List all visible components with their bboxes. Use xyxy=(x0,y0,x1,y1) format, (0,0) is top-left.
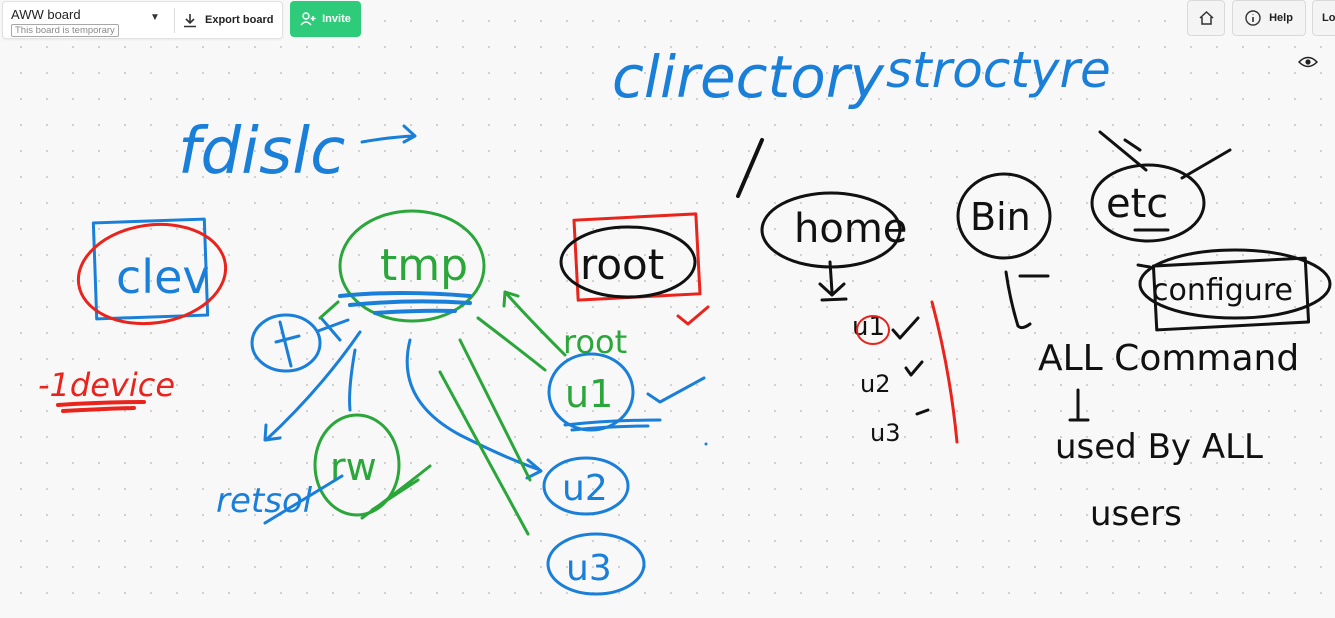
etc-marks xyxy=(1098,130,1232,180)
export-board-label: Export board xyxy=(205,14,274,26)
toolbar-divider xyxy=(174,8,175,33)
info-icon xyxy=(1245,10,1261,26)
home-label: home xyxy=(794,206,907,252)
device-underline xyxy=(56,400,146,413)
fdisk-arrow xyxy=(360,124,417,144)
configure-dash xyxy=(1136,263,1152,269)
u3-label: u3 xyxy=(566,548,612,589)
rw-hatch xyxy=(360,464,432,520)
temporary-badge: This board is temporary xyxy=(11,24,119,37)
all-command-arrow xyxy=(1068,388,1090,422)
slash-mark xyxy=(736,138,764,198)
home-down-arrow xyxy=(818,260,848,302)
dev-label: clev xyxy=(116,250,210,304)
list-u1-check xyxy=(891,316,920,340)
board-title[interactable]: AWW board xyxy=(11,7,81,22)
tmp-green-line-1 xyxy=(438,370,530,536)
etc-label: etc xyxy=(1106,181,1168,227)
rw-label: rw xyxy=(330,445,377,489)
bin-oval xyxy=(956,172,1052,260)
eye-icon[interactable] xyxy=(1298,55,1318,69)
bin-arrow xyxy=(1004,270,1050,330)
login-label: Log xyxy=(1322,12,1335,24)
list-u3-dash xyxy=(915,408,930,416)
board-info-panel: AWW board This board is temporary ▼ Expo… xyxy=(2,1,283,39)
retail-label: retsol xyxy=(216,481,313,521)
chevron-down-icon[interactable]: ▼ xyxy=(150,12,160,23)
bin-label: Bin xyxy=(970,195,1031,239)
configure-box xyxy=(1151,256,1311,332)
root-label: root xyxy=(580,240,664,289)
title-directory: clirectory xyxy=(612,43,885,111)
dev-box xyxy=(91,217,210,321)
list-u2: u2 xyxy=(860,370,890,398)
red-vertical-line xyxy=(930,300,959,444)
hash-link xyxy=(316,317,350,342)
all-command-label: ALL Command xyxy=(1038,338,1299,379)
add-user-icon xyxy=(300,12,316,26)
used-by-all-label: used By ALL xyxy=(1055,427,1263,467)
list-u3: u3 xyxy=(870,419,900,447)
u1-check xyxy=(646,376,706,404)
etc-oval xyxy=(1090,163,1206,243)
configure-label: configure xyxy=(1152,273,1293,308)
rw-circle xyxy=(313,413,401,517)
dev-oval xyxy=(76,222,228,326)
green-slash xyxy=(318,300,340,320)
login-button[interactable]: Log xyxy=(1312,0,1335,36)
u2-label: u2 xyxy=(562,468,608,509)
tmp-to-u1-line xyxy=(476,316,547,372)
retail-line xyxy=(263,474,344,525)
help-button[interactable]: Help xyxy=(1232,0,1306,36)
list-u1-red-mark xyxy=(856,315,890,345)
export-board-button[interactable]: Export board xyxy=(183,7,273,33)
u2-circle xyxy=(542,456,630,516)
fdisk-label: fdislc xyxy=(178,115,345,189)
tmp-to-rw xyxy=(348,348,357,412)
home-button[interactable] xyxy=(1187,0,1225,36)
u1-to-tmp-arrow xyxy=(502,290,567,357)
users-label: users xyxy=(1090,494,1182,534)
tmp-to-left-arrow xyxy=(263,330,362,442)
root-oval xyxy=(559,225,697,299)
hash-circle xyxy=(250,313,322,373)
list-u2-check xyxy=(904,360,924,377)
invite-label: Invite xyxy=(322,13,351,25)
tmp-label: tmp xyxy=(380,240,468,291)
invite-button[interactable]: Invite xyxy=(290,1,361,37)
tmp-scribble xyxy=(338,291,472,315)
home-icon xyxy=(1198,10,1214,25)
u1-circle xyxy=(547,352,635,432)
download-icon xyxy=(184,13,196,27)
title-structure: stroctyre xyxy=(886,41,1111,99)
hash-mark xyxy=(274,320,301,368)
device-note: -1device xyxy=(38,366,175,404)
stray-dot xyxy=(704,442,708,446)
help-label: Help xyxy=(1269,12,1293,24)
root-red-check xyxy=(676,305,710,326)
tmp-circle xyxy=(338,209,486,323)
tmp-to-u2-arrow xyxy=(405,338,543,480)
tmp-green-line-2 xyxy=(458,338,532,482)
u1-label: u1 xyxy=(565,372,613,416)
u3-circle xyxy=(546,532,646,596)
configure-oval xyxy=(1138,248,1332,320)
u1-underline xyxy=(563,418,662,432)
